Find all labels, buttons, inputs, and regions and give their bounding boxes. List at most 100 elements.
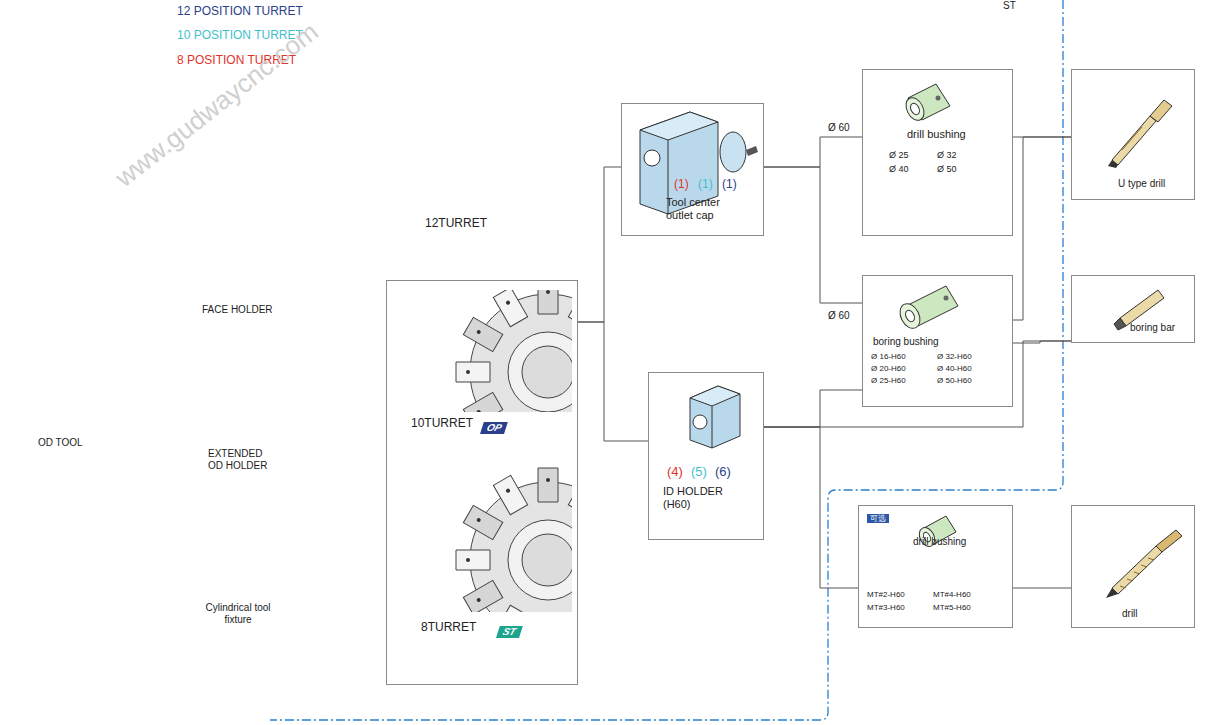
turret-name: 10TURRET	[411, 417, 473, 431]
connector-line	[578, 322, 648, 441]
size-value: Ø 40	[889, 164, 909, 174]
turret-hub	[508, 332, 572, 412]
station-bolt	[546, 478, 550, 482]
drill-shank	[1150, 100, 1172, 122]
callout-number: (1)	[722, 178, 737, 192]
size-value: Ø 25	[889, 150, 909, 160]
node-heading: 12TURRET	[425, 217, 487, 231]
tool-box: (1) (1) (1) Tool center outlet cap	[621, 103, 764, 236]
boring-bushing-illustration	[896, 286, 958, 332]
station-bolt	[476, 517, 481, 522]
legend-text: 12 POSITION TURRET	[177, 4, 303, 18]
watermark: www.gudwaycnc.com	[110, 17, 324, 194]
callout-number: (6)	[715, 465, 731, 480]
size-value: Ø 25-H60	[871, 376, 906, 385]
turret-station	[456, 550, 490, 570]
callout-number: (1)	[698, 178, 713, 192]
flute-stroke	[1148, 558, 1154, 560]
station-bolt	[505, 300, 510, 305]
turret-station	[493, 605, 527, 612]
flute-stroke	[1120, 586, 1126, 588]
turret-station	[463, 580, 502, 612]
block-top	[690, 386, 740, 406]
drill-shank	[1156, 530, 1182, 552]
drill-tip	[1108, 160, 1118, 168]
turret-station	[538, 290, 558, 314]
flute-stroke	[1134, 572, 1140, 574]
turret-station	[463, 392, 502, 412]
size-value: MT#5-H60	[933, 603, 971, 612]
region-line	[270, 0, 1063, 720]
size-value: Ø 32	[937, 150, 957, 160]
size-value: Ø 32-H60	[937, 352, 972, 361]
cap-screw	[746, 146, 758, 156]
drill-body	[1112, 546, 1162, 594]
part-name: drill bushing	[913, 536, 966, 548]
cap-disc	[720, 132, 746, 172]
turret-badge: OP	[480, 422, 508, 434]
tool-box: boring bushingØ 16-H60Ø 32-H60Ø 20-H60Ø …	[862, 275, 1013, 407]
section-label: OD TOOL	[38, 437, 83, 449]
turret-drawing	[456, 468, 572, 612]
id-holder-illustration	[690, 386, 740, 448]
region-tag: ST	[1003, 0, 1016, 12]
tool-name: boring bar	[1130, 322, 1175, 334]
part-name: Tool center outlet cap	[666, 196, 744, 221]
u-drill-illustration	[1108, 100, 1172, 168]
size-value: Ø 20-H60	[871, 364, 906, 373]
tool-name: U type drill	[1118, 178, 1165, 190]
drill-flute	[1122, 127, 1142, 150]
block-hole	[644, 150, 660, 166]
turret-center	[522, 534, 572, 586]
screw-hole	[936, 96, 941, 101]
section-label: Cylindrical tool fixture	[198, 602, 278, 625]
drill-body	[1112, 116, 1156, 165]
tool-box: boring bar	[1071, 275, 1195, 343]
drill-illustration	[1106, 530, 1182, 598]
turret-center	[522, 346, 572, 398]
section-label: EXTENDED OD HOLDER	[208, 448, 280, 471]
tool-name: drill	[1122, 608, 1138, 620]
turret-station	[568, 290, 572, 327]
tool-box: U type drill	[1071, 69, 1195, 200]
optional-badge: 可选	[867, 514, 889, 523]
tool-box: 可选drill bushingMT#2-H60MT#4-H60MT#3-H60M…	[858, 505, 1013, 628]
size-value: Ø 40-H60	[937, 364, 972, 373]
bar-body	[1120, 290, 1164, 326]
turret-drawing	[456, 290, 572, 412]
station-bolt	[476, 409, 481, 412]
turret-station	[493, 290, 527, 327]
part-name: boring bushing	[873, 336, 939, 348]
tool-box: 12TURRET10TURRET8TURRET	[386, 280, 578, 685]
station-bolt	[466, 370, 470, 374]
tool-box: (4)(5)(6)ID HOLDER (H60)	[648, 372, 764, 540]
bar-insert	[1114, 318, 1126, 330]
connector-line	[578, 167, 621, 322]
turret-station	[568, 475, 572, 514]
size-value: MT#4-H60	[933, 590, 971, 599]
connector-line	[764, 390, 862, 427]
turret-badge: ST	[496, 626, 523, 638]
block-hole	[693, 415, 707, 429]
bushing-end	[902, 95, 927, 124]
tool-box: drill	[1071, 505, 1195, 628]
section-label: FACE HOLDER	[202, 304, 273, 316]
drill-tip	[1106, 588, 1118, 598]
station-bolt	[466, 558, 470, 562]
connector-line	[764, 167, 862, 303]
connector-line	[1013, 137, 1071, 320]
turret-hub	[508, 520, 572, 600]
callout-number: (4)	[667, 465, 683, 480]
turret-station	[463, 505, 502, 539]
turret-station	[456, 362, 490, 382]
part-name: ID HOLDER (H60)	[663, 485, 733, 510]
connector-line	[764, 427, 858, 588]
block-shape	[690, 386, 740, 448]
callout-number: (1)	[674, 178, 689, 192]
station-bolt	[476, 329, 481, 334]
turret-station	[493, 475, 527, 514]
station-bolt	[505, 488, 510, 493]
size-value: Ø 50	[937, 164, 957, 174]
turret-station	[538, 468, 558, 502]
connector-line	[764, 341, 1071, 427]
